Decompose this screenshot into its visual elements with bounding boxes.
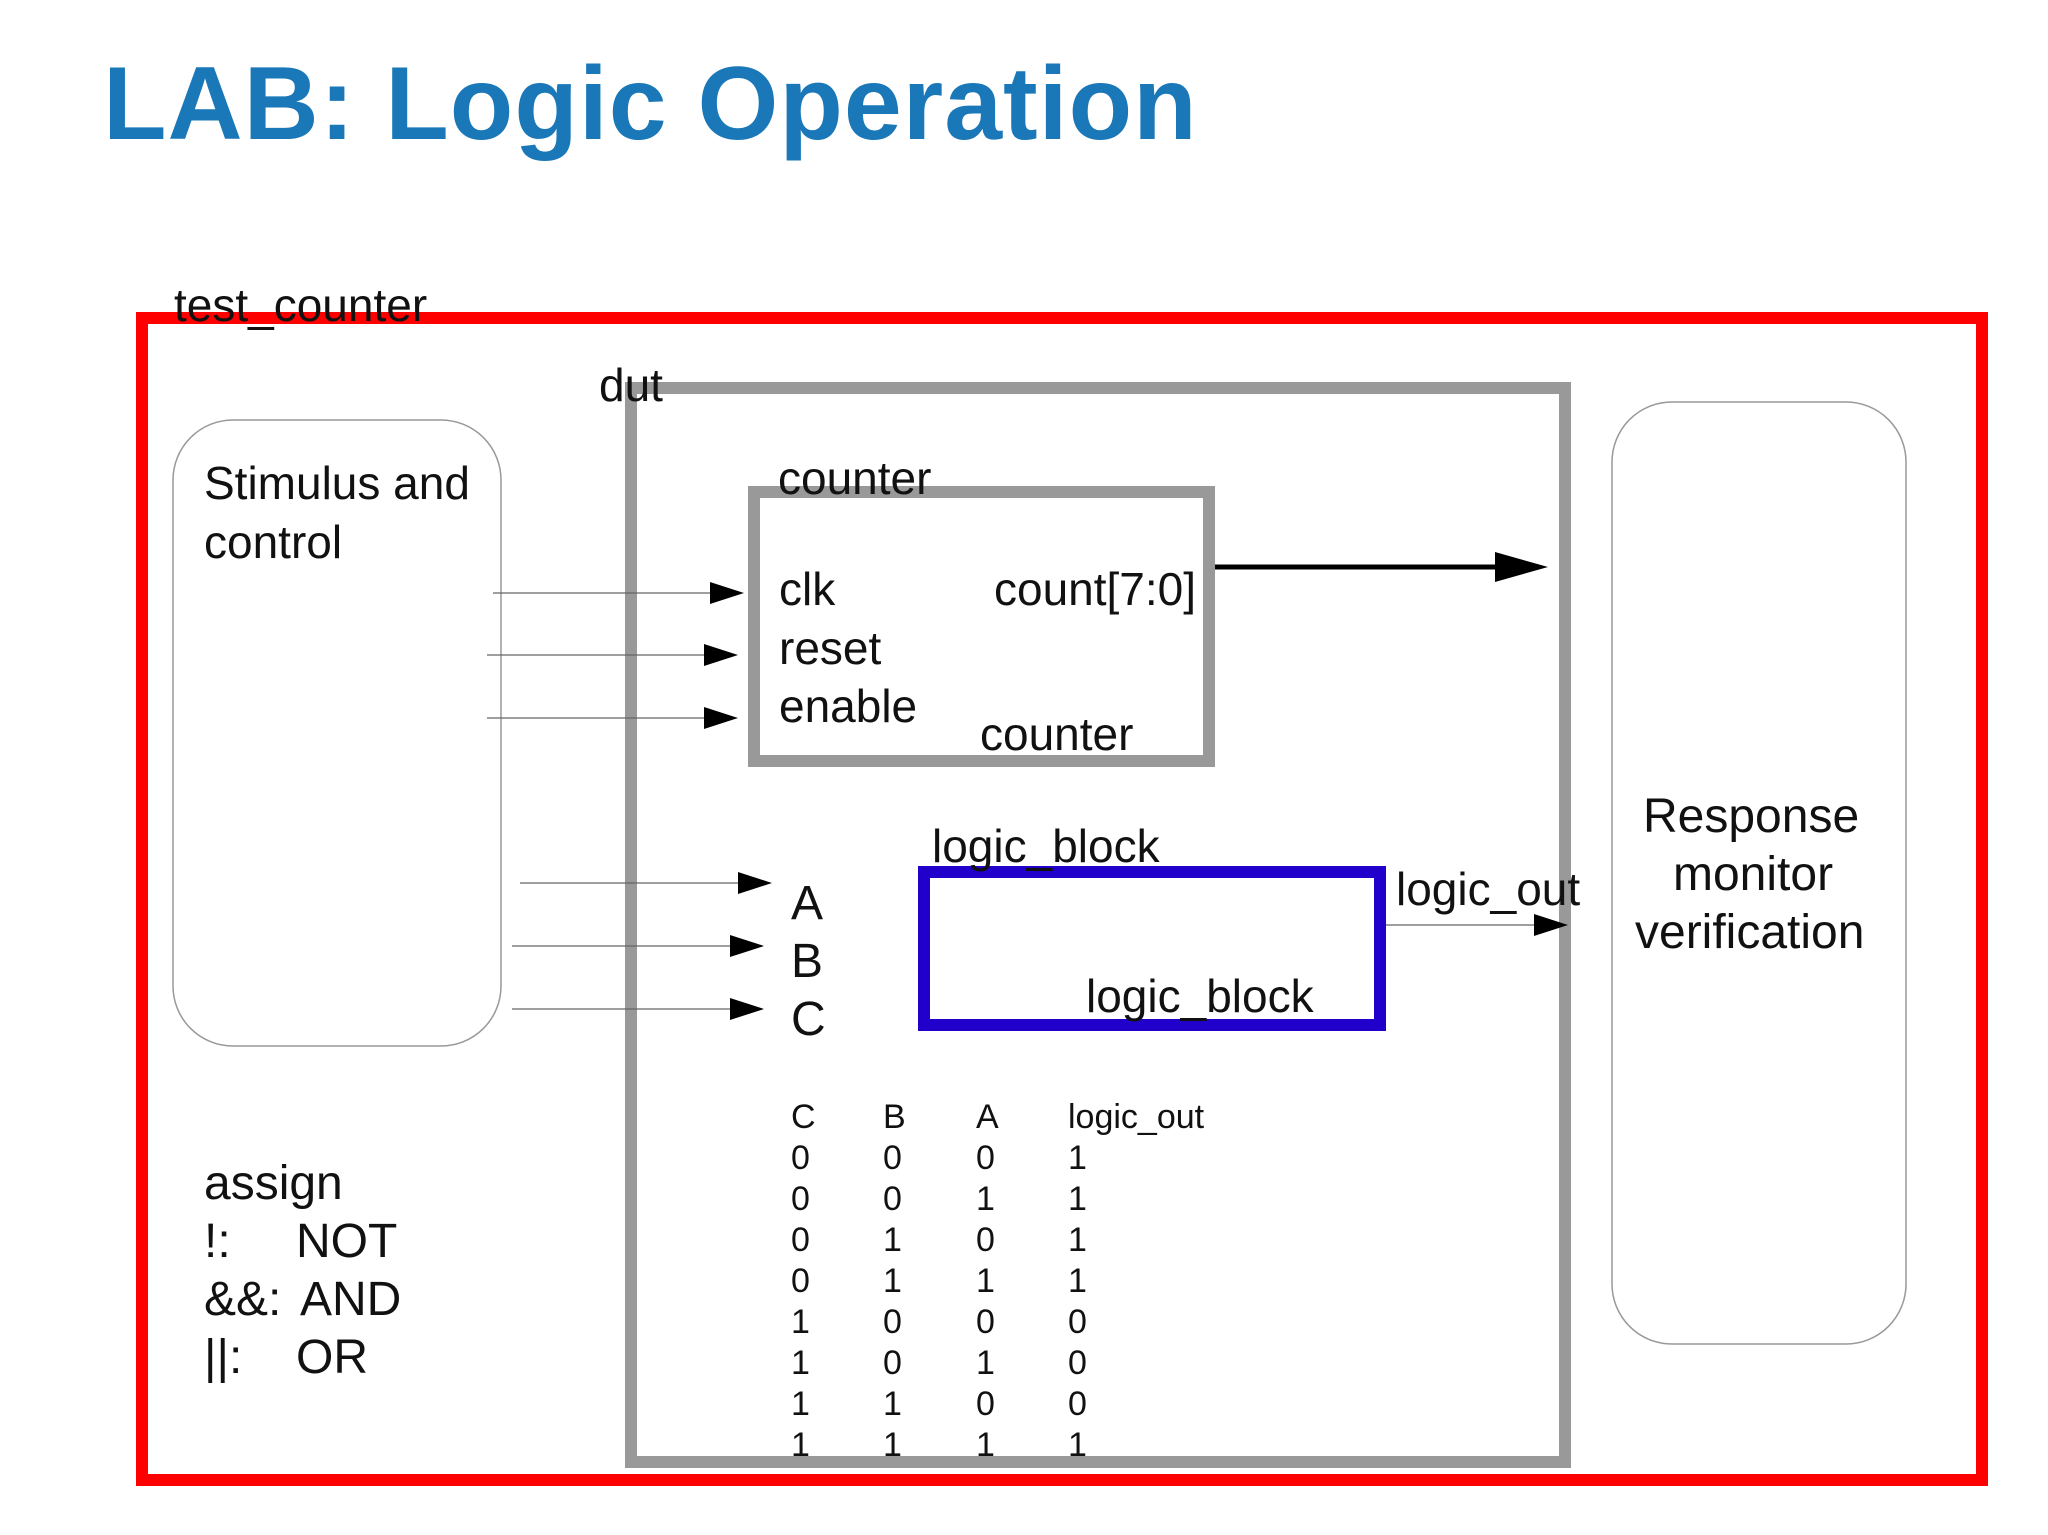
truth-table-cell: 1 (976, 1426, 995, 1464)
truth-table-cell: 0 (976, 1303, 995, 1341)
counter-port-clk: clk (779, 563, 836, 615)
logic-block-box (918, 866, 1386, 1031)
truth-table-cell: 0 (791, 1221, 810, 1259)
wire-logic-out-arrowhead (1534, 914, 1568, 936)
counter-box (748, 486, 1215, 767)
operator-not-symbol: !: (204, 1215, 231, 1268)
truth-table-cell: 1 (1068, 1139, 1087, 1177)
truth-table-cell: 0 (976, 1139, 995, 1177)
counter-module-label: counter (980, 708, 1134, 760)
truth-table-header: logic_out (1068, 1098, 1205, 1136)
truth-table-header: C (791, 1098, 816, 1136)
wire-count-out-arrowhead (1495, 552, 1548, 582)
logic-block-instance-label: logic_block (932, 820, 1160, 872)
stimulus-label-line2: control (204, 516, 343, 568)
counter-port-reset: reset (779, 622, 882, 674)
truth-table-cell: 0 (791, 1180, 810, 1218)
operator-not-name: NOT (296, 1215, 398, 1268)
truth-table-cell: 0 (1068, 1385, 1087, 1423)
truth-table-cell: 1 (976, 1262, 995, 1300)
counter-port-enable: enable (779, 680, 918, 732)
monitor-label-line3: verification (1635, 906, 1865, 959)
page-title: LAB: Logic Operation (103, 46, 1198, 162)
operator-and-symbol: &&: (204, 1273, 282, 1326)
truth-table-cell: 0 (1068, 1344, 1087, 1382)
input-a-label: A (791, 877, 824, 930)
truth-table-cell: 0 (1068, 1303, 1087, 1341)
truth-table-cell: 0 (976, 1221, 995, 1259)
operator-or-symbol: ||: (204, 1331, 243, 1384)
truth-table-cell: 1 (883, 1426, 902, 1464)
input-c-label: C (791, 993, 826, 1046)
truth-table-cell: 0 (791, 1262, 810, 1300)
logic-block-module-label: logic_block (1086, 970, 1314, 1022)
truth-table-cell: 0 (976, 1385, 995, 1423)
truth-table-cell: 1 (1068, 1262, 1087, 1300)
operators-heading: assign (204, 1157, 343, 1210)
operator-and-name: AND (300, 1273, 402, 1326)
testbench-label: test_counter (174, 279, 428, 331)
operator-or-name: OR (296, 1331, 368, 1384)
wire-a-arrowhead (738, 872, 772, 894)
truth-table-cell: 0 (883, 1344, 902, 1382)
truth-table-cell: 1 (1068, 1180, 1087, 1218)
counter-instance-label: counter (778, 452, 932, 504)
truth-table-cell: 1 (791, 1303, 810, 1341)
input-b-label: B (791, 935, 824, 988)
truth-table-cell: 1 (883, 1262, 902, 1300)
wire-c-arrowhead (730, 998, 764, 1020)
truth-table-header: A (976, 1098, 999, 1136)
truth-table-cell: 0 (883, 1139, 902, 1177)
truth-table-cell: 1 (791, 1385, 810, 1423)
logic-out-label: logic_out (1396, 863, 1581, 915)
truth-table-cell: 1 (1068, 1426, 1087, 1464)
monitor-label-line1: Response (1643, 790, 1860, 843)
monitor-box (1611, 401, 1907, 1345)
truth-table-header: B (883, 1098, 906, 1136)
counter-port-count: count[7:0] (994, 563, 1197, 615)
testbench-box (136, 312, 1988, 1486)
truth-table-cell: 1 (883, 1385, 902, 1423)
truth-table-cell: 0 (791, 1139, 810, 1177)
wire-reset-arrowhead (704, 644, 738, 666)
truth-table-cell: 1 (883, 1221, 902, 1259)
truth-table-cell: 1 (1068, 1221, 1087, 1259)
truth-table-cell: 1 (976, 1344, 995, 1382)
stimulus-box (172, 419, 502, 1047)
truth-table-cell: 1 (791, 1344, 810, 1382)
truth-table-cell: 0 (883, 1303, 902, 1341)
stimulus-label-line1: Stimulus and (204, 457, 470, 509)
wire-b-arrowhead (730, 935, 764, 957)
truth-table-cell: 0 (883, 1180, 902, 1218)
monitor-label-line2: monitor (1673, 848, 1834, 901)
dut-label: dut (599, 359, 663, 411)
truth-table-cell: 1 (976, 1180, 995, 1218)
truth-table-cell: 1 (791, 1426, 810, 1464)
wire-enable-arrowhead (704, 707, 738, 729)
wire-clk-arrowhead (710, 582, 744, 604)
